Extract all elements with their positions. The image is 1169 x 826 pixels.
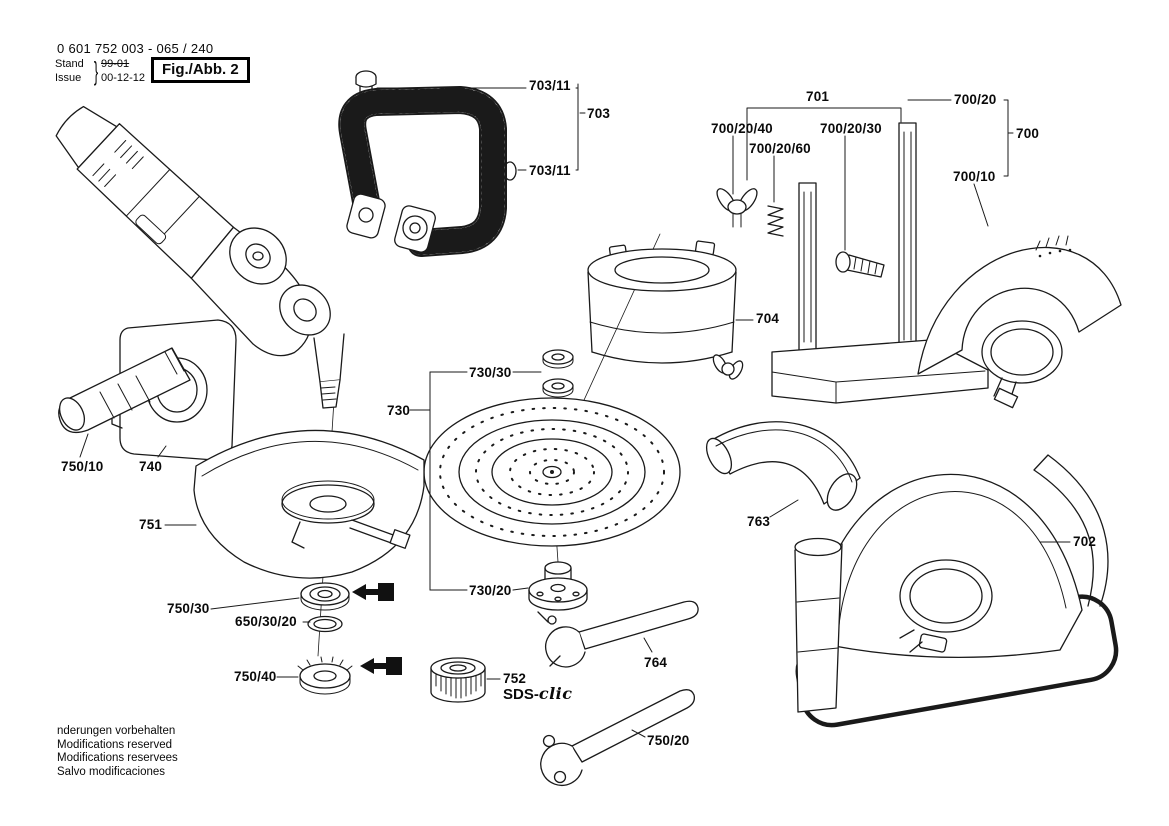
cutting-guide-assembly-700 (716, 122, 989, 404)
o-ring-650-30-20 (307, 615, 343, 633)
part-label-730-20: 730/20 (469, 583, 512, 598)
issue-label: Issue (55, 71, 82, 84)
part-label-740: 740 (139, 459, 163, 474)
part-label-700: 700 (1016, 126, 1040, 141)
pin-spanner-750-20 (540, 689, 695, 786)
issue-date: 00-12-12 (101, 71, 146, 84)
backing-pad-730 (423, 397, 681, 547)
revision-block: Stand Issue } 99-01 00-12-12 (55, 58, 145, 85)
part-label-704: 704 (756, 311, 780, 326)
stand-label: Stand (55, 58, 84, 70)
closed-handle-703 (338, 70, 517, 257)
part-label-700-20-30: 700/20/30 (820, 121, 882, 136)
flange-730-20 (528, 561, 588, 611)
grease-arrow-icon (352, 583, 402, 675)
revision-brace: } (93, 56, 99, 86)
screw-700-20-30 (835, 251, 885, 278)
footer-notices: nderungen vorbehalten Modifications rese… (57, 725, 178, 779)
part-label-703-11-side: 703/11 (529, 163, 571, 178)
part-label-700-20-60: 700/20/60 (749, 141, 811, 156)
clamping-flange-704 (587, 240, 744, 380)
part-label-730-30: 730/30 (469, 365, 512, 380)
wheel-guard-751 (193, 429, 425, 579)
wing-nut-700-20-40 (716, 188, 758, 228)
part-label-703: 703 (587, 106, 611, 121)
handle-mount-ears (346, 193, 436, 253)
wheel-guard-700-10 (917, 235, 1122, 409)
sds-prefix: SDS- (503, 686, 539, 703)
wing-screw-704 (712, 354, 744, 380)
clamping-nut-750-40 (297, 656, 353, 695)
part-label-750-10: 750/10 (61, 459, 104, 474)
figure-label: Fig./Abb. 2 (151, 57, 250, 83)
footer-line-de: nderungen vorbehalten (57, 725, 176, 737)
part-label-650-30-20: 650/30/20 (235, 614, 297, 629)
footer-line-es: Salvo modificaciones (57, 765, 166, 778)
angle-grinder-body (55, 105, 345, 409)
part-label-750-40: 750/40 (234, 669, 277, 684)
document-number: 0 601 752 003 - 065 / 240 (57, 41, 214, 56)
part-label-700-10: 700/10 (953, 169, 996, 184)
part-label-700-20: 700/20 (954, 92, 997, 107)
part-label-763: 763 (747, 514, 771, 529)
part-label-700-20-40: 700/20/40 (711, 121, 773, 136)
sds-suffix: clic (538, 684, 573, 703)
part-label-701: 701 (806, 89, 830, 104)
footer-line-fr: Modifications reservees (57, 752, 178, 764)
leader-lines (79, 83, 1071, 738)
stand-date: 99-01 (101, 58, 130, 70)
part-label-752: 752 (503, 671, 527, 686)
part-label-750-30: 750/30 (167, 601, 210, 616)
cutting-guard-702 (794, 454, 1119, 728)
auxiliary-handle-750-10 (58, 347, 191, 434)
hose-elbow-763 (705, 421, 861, 511)
part-label-750-20: 750/20 (647, 733, 690, 748)
washers-730-30 (542, 349, 574, 398)
part-label-751: 751 (139, 517, 163, 532)
spring-700-20-60 (767, 205, 784, 237)
spanner-764 (533, 600, 699, 668)
part-label-730: 730 (387, 403, 411, 418)
sds-clic-nut-752 (430, 657, 486, 703)
sds-clic-branding: SDS-clic (503, 684, 572, 703)
part-label-703-11-top: 703/11 (529, 78, 571, 93)
part-label-702: 702 (1073, 534, 1097, 549)
footer-line-en: Modifications reserved (57, 738, 173, 751)
part-label-764: 764 (644, 655, 668, 670)
bearing-flange-750-30 (300, 582, 350, 611)
